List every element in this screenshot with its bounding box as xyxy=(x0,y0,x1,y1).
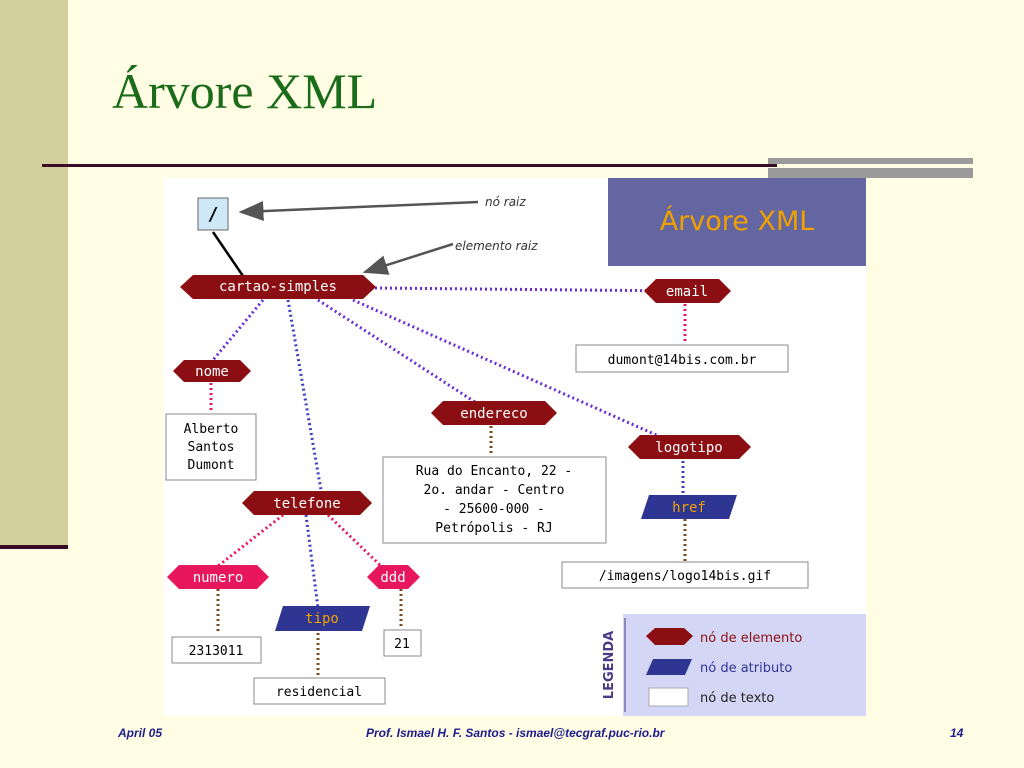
legend-box xyxy=(587,614,866,716)
element-node-endereco xyxy=(431,401,557,425)
element-label-logotipo: logotipo xyxy=(655,440,722,456)
xml-tree-figure: Árvore XML nó raiz elemento raiz / carta… xyxy=(163,178,866,716)
legend-text-swatch xyxy=(648,687,689,707)
attribute-label-tipo: tipo xyxy=(305,611,339,627)
element-label-endereco: endereco xyxy=(460,406,527,422)
legend-element-swatch xyxy=(646,628,693,645)
banner-box xyxy=(608,178,866,266)
element-label-ddd: ddd xyxy=(380,570,405,586)
element-label-cartao-simples: cartao-simples xyxy=(219,279,337,295)
element-node-ddd xyxy=(367,565,420,589)
edge-telefone-tipo xyxy=(304,514,320,609)
left-decorative-bar xyxy=(0,0,68,545)
text-endereco-line-4: Petrópolis - RJ xyxy=(435,521,552,536)
legend-attribute-swatch xyxy=(646,659,692,675)
footer-page-number: 14 xyxy=(950,726,964,740)
element-label-email: email xyxy=(666,284,708,300)
legend-text-label: nó de texto xyxy=(700,691,774,706)
banner-title: Árvore XML xyxy=(660,205,815,237)
text-node-href xyxy=(561,561,809,589)
element-node-email xyxy=(644,279,731,303)
text-endereco-line-2: 2o. andar - Centro xyxy=(424,483,565,498)
edge-cartao-endereco xyxy=(317,298,479,406)
text-node-ddd xyxy=(383,629,422,657)
attribute-node-href xyxy=(641,495,737,519)
text-node-tipo xyxy=(253,677,386,705)
element-label-nome: nome xyxy=(195,364,229,380)
left-bar-underline xyxy=(0,545,68,549)
root-node-label: / xyxy=(208,204,219,225)
text-href: /imagens/logo14bis.gif xyxy=(599,569,771,584)
element-node-cartao-simples xyxy=(180,275,376,299)
legend-title: LEGENDA xyxy=(602,631,617,699)
footer-author: Prof. Ismael H. F. Santos - ismael@tecgr… xyxy=(366,726,665,740)
text-nome-line-2: Santos xyxy=(188,440,235,455)
edge-cartao-email xyxy=(374,286,684,293)
text-nome-line-3: Dumont xyxy=(188,458,235,473)
text-ddd: 21 xyxy=(394,637,410,652)
edge-cartao-logotipo xyxy=(352,298,664,440)
text-endereco-line-1: Rua do Encanto, 22 - xyxy=(416,464,573,479)
edge-cartao-telefone xyxy=(286,299,323,491)
edge-telefone-ddd xyxy=(326,513,383,568)
text-email: dumont@14bis.com.br xyxy=(608,353,757,368)
arrow-elemento-raiz xyxy=(362,242,454,275)
element-label-numero: numero xyxy=(193,570,244,586)
edge-root-cartao xyxy=(211,231,245,277)
legend: LEGENDA nó de elemento nó de atributo nó… xyxy=(587,614,866,716)
title-rule xyxy=(42,164,777,167)
text-tipo: residencial xyxy=(276,685,362,700)
legend-title-strip xyxy=(587,614,623,716)
element-node-nome xyxy=(173,360,251,382)
element-node-logotipo xyxy=(628,435,751,459)
title-rule-accent-bottom xyxy=(768,168,973,178)
text-endereco-line-3: - 25600-000 - xyxy=(443,502,545,517)
title-rule-accent-top xyxy=(768,158,973,164)
edge-cartao-nome xyxy=(211,299,265,361)
text-node-endereco xyxy=(382,456,607,544)
arrow-no-raiz xyxy=(238,200,479,222)
footer-date: April 05 xyxy=(118,726,163,740)
xml-tree-diagram: Árvore XML nó raiz elemento raiz / carta… xyxy=(165,178,866,716)
text-node-nome xyxy=(165,413,257,481)
edge-telefone-numero xyxy=(217,513,284,568)
legend-attribute-label: nó de atributo xyxy=(700,661,792,676)
element-node-numero xyxy=(167,565,269,589)
slide-title: Árvore XML xyxy=(112,63,378,119)
text-nome-line-1: Alberto xyxy=(184,422,239,437)
element-label-telefone: telefone xyxy=(273,496,340,512)
attribute-node-tipo xyxy=(275,606,370,631)
text-node-email xyxy=(575,344,789,373)
attribute-label-href: href xyxy=(672,500,706,516)
legend-element-label: nó de elemento xyxy=(700,631,802,646)
element-node-telefone xyxy=(242,491,372,515)
label-elemento-raiz: elemento raiz xyxy=(455,239,538,253)
root-node xyxy=(197,197,229,231)
label-no-raiz: nó raiz xyxy=(485,195,526,209)
text-node-numero xyxy=(171,636,262,664)
text-numero: 2313011 xyxy=(189,644,244,659)
